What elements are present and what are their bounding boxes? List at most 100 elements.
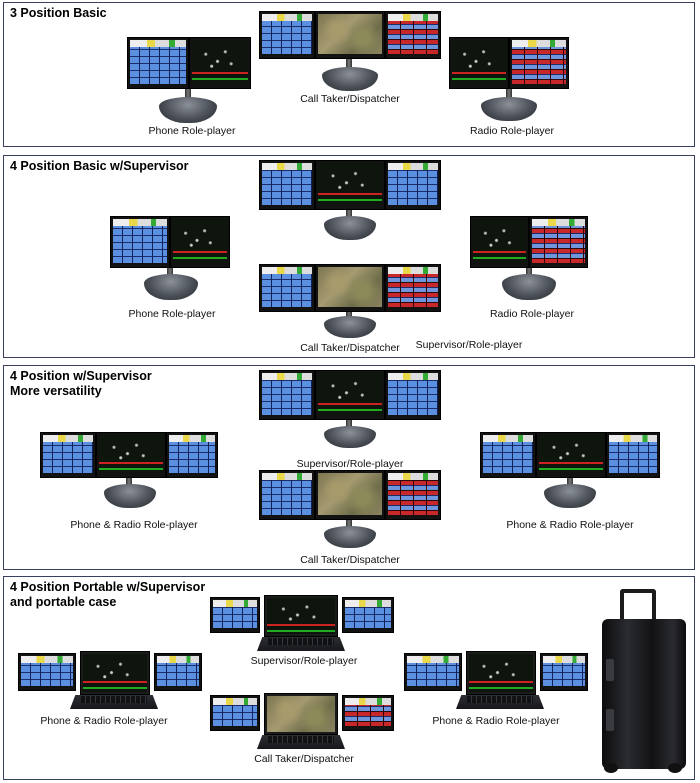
- monitor-stand: [322, 67, 378, 91]
- label-phone-radio-role-player-left: Phone & Radio Role-player: [40, 715, 168, 727]
- laptop: [264, 595, 338, 637]
- workstation-phone-role-player: [127, 37, 251, 89]
- monitor: [540, 653, 588, 691]
- workstation-call-taker: [259, 11, 441, 59]
- case-latch: [606, 659, 614, 681]
- workstation-phone-role-player: [110, 216, 230, 268]
- monitor: [315, 370, 385, 420]
- case-wheel: [668, 763, 682, 773]
- workstation-supervisor: [259, 370, 441, 420]
- workstation-phone-radio-right-portable: [404, 651, 588, 695]
- monitor: [385, 370, 441, 420]
- label-supervisor-role-player: Supervisor/Role-player: [250, 655, 358, 667]
- monitor: [127, 37, 189, 89]
- panel-title: 4 Position Portable w/Supervisor and por…: [10, 580, 206, 609]
- monitor: [259, 264, 315, 312]
- workstation-call-taker: [259, 264, 441, 312]
- monitor: [259, 11, 315, 59]
- monitor: [189, 37, 251, 89]
- laptop: [466, 651, 536, 695]
- workstation-call-taker: [259, 470, 441, 520]
- monitor: [385, 160, 441, 210]
- monitor: [470, 216, 529, 268]
- monitor-stand: [324, 526, 376, 548]
- monitor: [536, 432, 606, 478]
- monitor: [166, 432, 218, 478]
- monitor-stand: [502, 274, 556, 300]
- monitor: [315, 470, 385, 520]
- monitor: [96, 432, 166, 478]
- panel-3-position-basic: 3 Position Basic Phone Role-player Call …: [3, 2, 695, 147]
- workstation-phone-radio-right: [480, 432, 660, 478]
- monitor: [480, 432, 536, 478]
- label-supervisor-role-player: Supervisor/Role-player: [415, 339, 523, 351]
- workstation-phone-radio-left-portable: [18, 651, 202, 695]
- monitor: [315, 160, 385, 210]
- monitor: [110, 216, 170, 268]
- case-handle: [620, 589, 656, 623]
- workstation-supervisor-portable: [210, 595, 394, 637]
- workstation-call-taker-portable: [210, 693, 394, 735]
- monitor-stand: [544, 484, 596, 508]
- workstation-phone-radio-left: [40, 432, 218, 478]
- monitor: [315, 11, 385, 59]
- monitor-stand: [324, 316, 376, 338]
- panel-4-position-basic-supervisor: 4 Position Basic w/Supervisor Phone Role…: [3, 155, 695, 358]
- monitor-stand: [144, 274, 198, 300]
- monitor: [342, 695, 394, 731]
- panel-4-position-versatility: 4 Position w/Supervisor More versatility…: [3, 365, 695, 570]
- laptop: [264, 693, 338, 735]
- monitor-stand: [324, 216, 376, 240]
- workstation-radio-role-player: [470, 216, 588, 268]
- monitor: [529, 216, 588, 268]
- label-call-taker-dispatcher: Call Taker/Dispatcher: [300, 554, 400, 566]
- panel-title: 4 Position w/Supervisor More versatility: [10, 369, 152, 398]
- monitor: [170, 216, 230, 268]
- monitor-stand: [324, 426, 376, 448]
- monitor: [40, 432, 96, 478]
- monitor: [210, 695, 260, 731]
- label-supervisor-role-player: Supervisor/Role-player: [296, 458, 404, 470]
- laptop-keyboard: [70, 695, 158, 709]
- panel-4-position-portable: 4 Position Portable w/Supervisor and por…: [3, 576, 695, 780]
- laptop: [80, 651, 150, 695]
- laptop-keyboard: [456, 695, 544, 709]
- panel-title: 3 Position Basic: [10, 6, 107, 20]
- portable-case-image: [598, 589, 690, 775]
- case-latch: [606, 709, 614, 731]
- laptop-keyboard: [257, 637, 345, 651]
- monitor: [259, 370, 315, 420]
- monitor: [210, 597, 260, 633]
- label-radio-role-player: Radio Role-player: [469, 125, 555, 137]
- monitor: [404, 653, 462, 691]
- label-radio-role-player: Radio Role-player: [489, 308, 575, 320]
- monitor-stand: [481, 97, 537, 121]
- monitor: [449, 37, 509, 89]
- monitor: [385, 264, 441, 312]
- monitor-stand: [159, 97, 217, 123]
- workstation-radio-role-player: [449, 37, 569, 89]
- monitor: [259, 160, 315, 210]
- monitor: [154, 653, 202, 691]
- monitor: [259, 470, 315, 520]
- monitor-stand: [104, 484, 156, 508]
- monitor: [342, 597, 394, 633]
- monitor: [385, 11, 441, 59]
- workstation-supervisor: [259, 160, 441, 210]
- label-phone-radio-role-player-right: Phone & Radio Role-player: [432, 715, 560, 727]
- monitor: [18, 653, 76, 691]
- label-phone-role-player: Phone Role-player: [148, 125, 236, 137]
- monitor: [385, 470, 441, 520]
- label-phone-radio-role-player-right: Phone & Radio Role-player: [506, 519, 634, 531]
- label-call-taker-dispatcher: Call Taker/Dispatcher: [300, 93, 400, 105]
- case-wheel: [604, 763, 618, 773]
- monitor: [509, 37, 569, 89]
- label-call-taker-dispatcher: Call Taker/Dispatcher: [254, 753, 354, 765]
- label-phone-role-player: Phone Role-player: [128, 308, 216, 320]
- label-call-taker-dispatcher: Call Taker/Dispatcher: [300, 342, 400, 354]
- panel-title: 4 Position Basic w/Supervisor: [10, 159, 189, 173]
- laptop-keyboard: [257, 735, 345, 749]
- label-phone-radio-role-player-left: Phone & Radio Role-player: [70, 519, 198, 531]
- monitor: [315, 264, 385, 312]
- monitor: [606, 432, 660, 478]
